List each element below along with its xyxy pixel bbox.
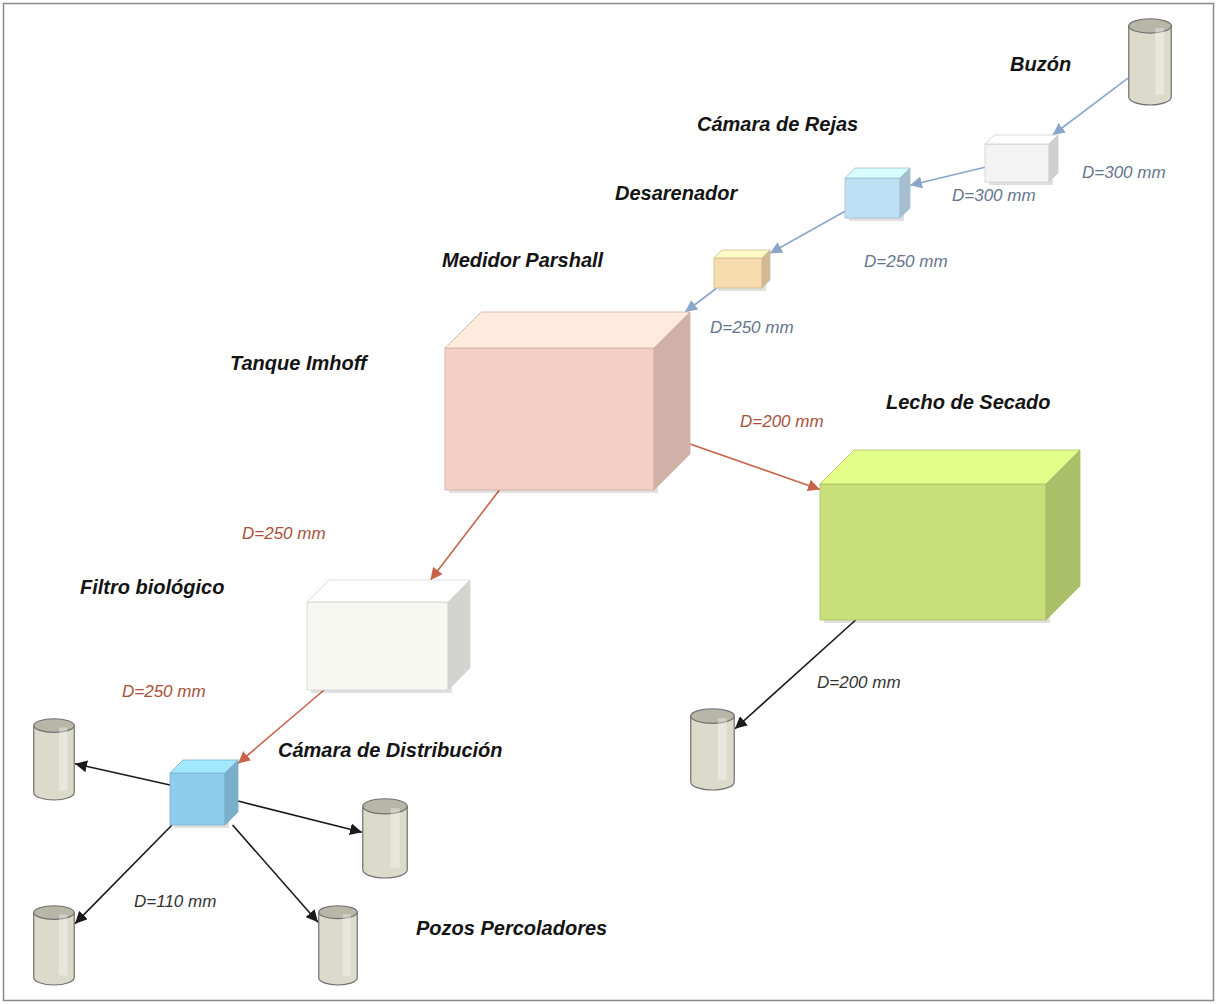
unit-name: Medidor Parshall <box>442 248 603 272</box>
cylinder-shine <box>718 718 727 780</box>
cylinder-shape <box>1128 18 1172 105</box>
cylinder-top <box>1129 19 1172 33</box>
pipe-arrow <box>685 288 717 312</box>
unit-name: Filtro biológico <box>80 575 224 599</box>
cylinder-shine <box>59 915 67 976</box>
cylinder-shine <box>343 914 351 976</box>
manhole-cylinder <box>33 718 75 800</box>
unit-name: Cámara de Distribución <box>278 738 503 762</box>
pipe-diameter: D=300 mm <box>950 186 1038 206</box>
cylinder-top <box>34 906 75 920</box>
cylinder-shape <box>362 798 408 878</box>
cube-front <box>170 773 225 825</box>
pipe-diameter: D=250 mm <box>708 318 796 338</box>
cube-side <box>900 168 910 218</box>
cylinder-body <box>319 906 358 985</box>
cube-shape <box>170 760 238 825</box>
cylinder-top <box>319 906 358 919</box>
cube-shape <box>845 168 910 218</box>
manhole-cylinder: Buzón <box>1128 18 1172 105</box>
cylinder-top <box>34 719 75 733</box>
manhole-cylinder <box>690 708 735 790</box>
pipe-diameter: D=250 mm <box>862 252 950 272</box>
pipe-arrow <box>910 167 985 185</box>
treatment-unit: Lecho de Secado <box>820 450 1080 620</box>
treatment-unit: Filtro biológico <box>307 580 470 690</box>
unit-name: Lecho de Secado <box>886 390 1051 414</box>
cylinder-top <box>691 709 735 724</box>
cylinder-shape <box>33 905 75 985</box>
cylinder-side <box>319 912 358 985</box>
treatment-unit: Medidor Parshall <box>714 250 770 288</box>
cylinder-body <box>1129 19 1172 105</box>
cube-top <box>985 135 1058 144</box>
cube-front <box>820 484 1046 620</box>
pipe-diameter: D=200 mm <box>738 412 826 432</box>
pipe-arrow <box>1053 78 1128 135</box>
cube-shape <box>445 312 690 490</box>
cube-front <box>985 144 1049 182</box>
pipe-arrow <box>431 490 500 580</box>
pipe-arrow <box>770 211 845 253</box>
cylinder-top <box>363 799 408 814</box>
cube-side <box>1049 135 1058 182</box>
cube-top <box>307 580 470 602</box>
cylinder-shine <box>1155 28 1164 95</box>
cylinder-shine <box>59 728 67 791</box>
cube-side <box>225 760 238 825</box>
manhole-cylinder <box>318 905 358 985</box>
cube-shape <box>820 450 1080 620</box>
group-label: Pozos Percoladores <box>414 916 609 940</box>
cube-front <box>445 348 654 490</box>
cube-front <box>845 178 900 218</box>
cube-front <box>714 258 762 288</box>
cube-shape <box>985 135 1058 182</box>
treatment-unit: Cámara de Distribución <box>170 760 238 825</box>
cube-front <box>307 602 448 690</box>
unit-name: Desarenador <box>615 181 737 205</box>
pipe-arrow <box>690 444 820 490</box>
unit-name: Buzón <box>1010 52 1071 76</box>
cube-top <box>445 312 690 348</box>
pipe-diameter: D=200 mm <box>815 673 903 693</box>
pipe-diameter: D=250 mm <box>240 524 328 544</box>
cube-top <box>714 250 770 258</box>
cylinder-body <box>363 799 408 878</box>
frame-border <box>4 4 1214 1001</box>
pipe-diameter: D=110 mm <box>132 892 218 912</box>
treatment-unit: Cámara de Rejas <box>985 135 1058 182</box>
manhole-cylinder <box>362 798 408 878</box>
cylinder-side <box>34 913 75 985</box>
cube-side <box>448 580 470 690</box>
pipe-arrow <box>233 825 318 922</box>
pipe-diameter: D=300 mm <box>1080 163 1168 183</box>
cube-side <box>762 250 770 288</box>
cylinder-side <box>691 716 735 790</box>
cylinder-shine <box>391 808 400 867</box>
cylinder-shape <box>33 718 75 800</box>
cube-shape <box>714 250 770 288</box>
cylinder-side <box>1129 26 1172 105</box>
cylinder-shape <box>690 708 735 790</box>
cylinder-side <box>363 806 408 878</box>
cylinder-body <box>34 906 75 985</box>
unit-name: Tanque Imhoff <box>230 351 367 375</box>
cube-side <box>654 312 690 490</box>
unit-name: Cámara de Rejas <box>697 112 858 136</box>
pipe-arrow <box>238 801 362 832</box>
pipe-diameter: D=250 mm <box>120 682 208 702</box>
cylinder-shape <box>318 905 358 985</box>
pipe-arrow <box>75 764 170 785</box>
cube-shape <box>307 580 470 690</box>
cylinder-side <box>34 726 75 800</box>
cube-side <box>1046 450 1080 620</box>
cylinder-body <box>691 709 735 790</box>
cube-top <box>820 450 1080 484</box>
cube-top <box>845 168 910 178</box>
treatment-unit: Desarenador <box>845 168 910 218</box>
manhole-cylinder <box>33 905 75 985</box>
treatment-unit: Tanque Imhoff <box>445 312 690 490</box>
cylinder-body <box>34 719 75 800</box>
